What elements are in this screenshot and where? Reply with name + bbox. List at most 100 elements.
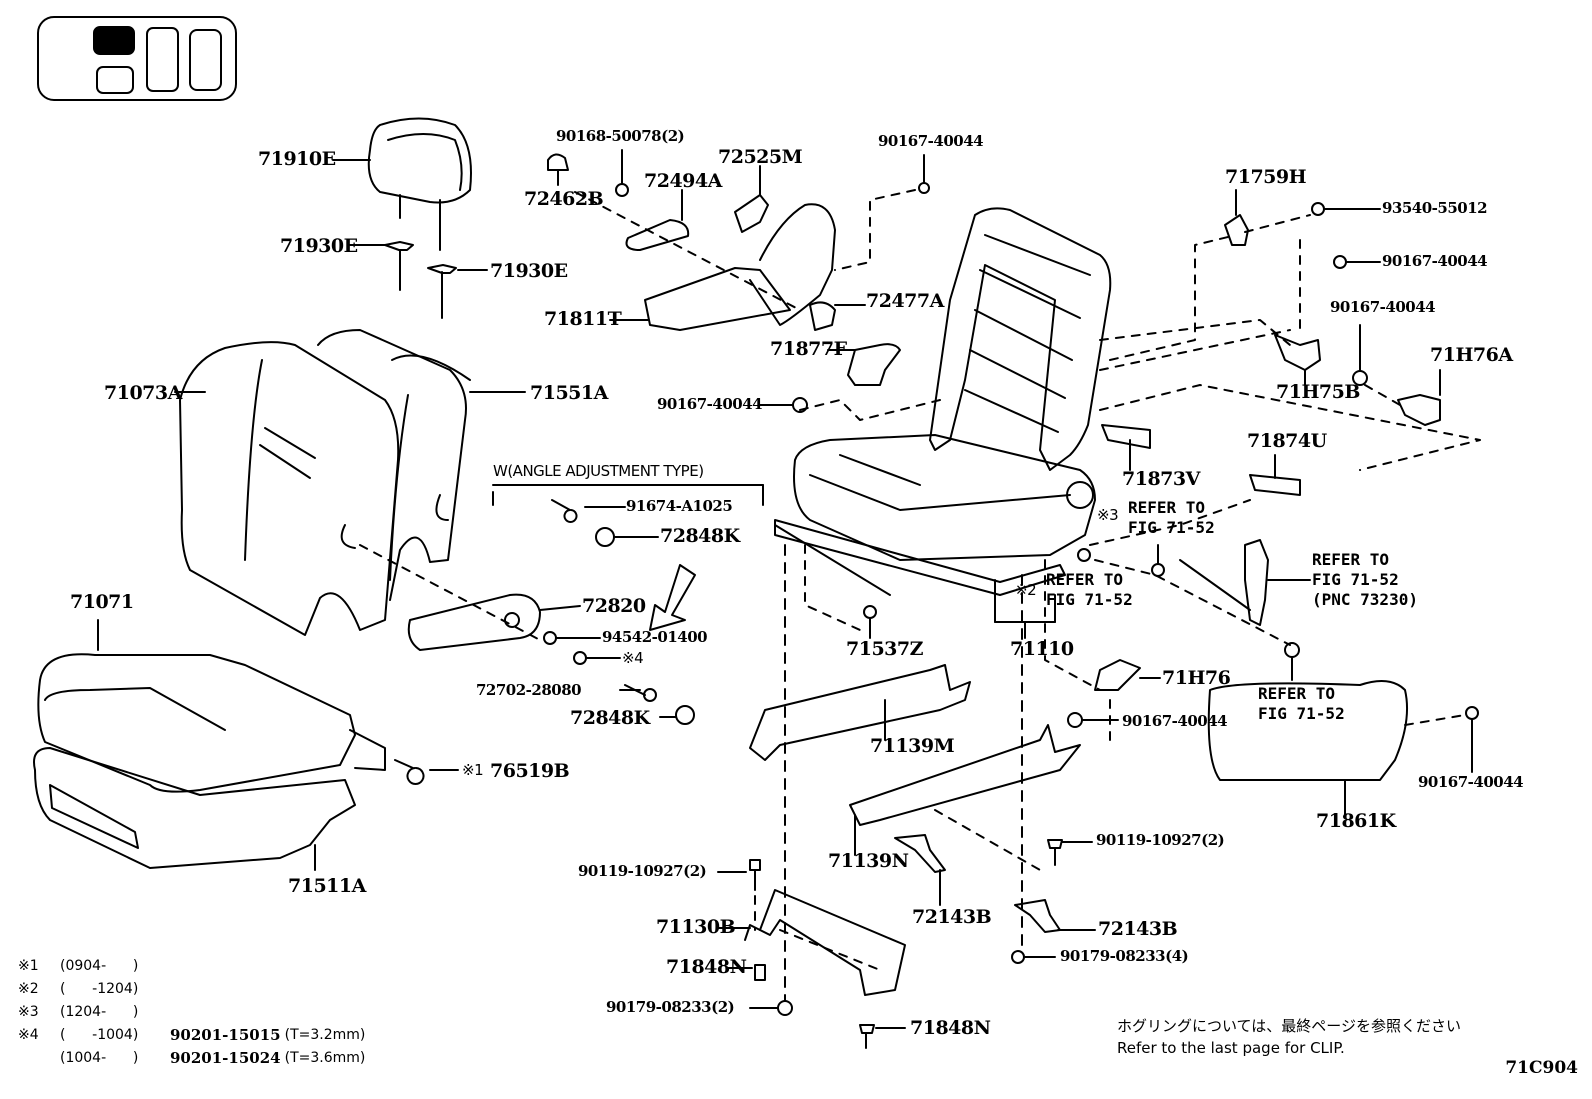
seat-frame-drawing	[774, 207, 1112, 596]
part-label-71H75B: 71H75B	[1276, 381, 1360, 403]
part-label-93540-55012: 93540-55012	[1382, 199, 1488, 217]
seatback-cover-drawing	[174, 329, 526, 636]
part-label-90167-40044: 90167-40044	[1382, 252, 1488, 270]
part-label-71759H: 71759H	[1225, 166, 1307, 188]
part-label-71511A: 71511A	[288, 875, 366, 897]
refer-line1: REFER TO	[1128, 498, 1206, 517]
part-label-71930E: 71930E	[490, 260, 568, 282]
legend-row: ※1 (0904- )	[18, 955, 365, 978]
part-label-71073A: 71073A	[104, 382, 182, 404]
part-label-90168-50078: 90168-50078(2)	[556, 127, 685, 145]
note-mark-3: ※3	[1097, 506, 1119, 524]
refer-to-fig-71-52[interactable]: REFER TO FIG 71-52	[1258, 684, 1345, 724]
clip-note-jp: ホグリングについては、最終ページを参照ください	[1117, 1017, 1461, 1035]
refer-line2: FIG 71-52	[1128, 518, 1215, 537]
legend-row: ※2 ( -1204)	[18, 978, 365, 1001]
part-label-71H76A: 71H76A	[1430, 344, 1513, 366]
group-label-angle-adjustment: W(ANGLE ADJUSTMENT TYPE)	[493, 462, 704, 480]
seat-position-locator-icon	[37, 16, 237, 101]
part-label-90179-08233: 90179-08233(4)	[1060, 947, 1189, 965]
part-label-72143B: 72143B	[912, 906, 992, 928]
part-label-71873V: 71873V	[1122, 468, 1200, 490]
part-label-72702-28080: 72702-28080	[476, 681, 582, 699]
note-mark-1: ※1	[462, 761, 484, 779]
legend-mark: ※1	[18, 958, 39, 974]
part-label-72848K: 72848K	[570, 707, 650, 729]
part-label-72143B: 72143B	[1098, 918, 1178, 940]
part-label-90167-40044: 90167-40044	[878, 132, 984, 150]
clip-note-en: Refer to the last page for CLIP.	[1117, 1039, 1345, 1057]
part-label-71139N: 71139N	[828, 850, 909, 872]
part-label-72494A: 72494A	[644, 170, 722, 192]
part-label-71071: 71071	[70, 591, 134, 613]
refer-line2: FIG 71-52	[1312, 570, 1399, 589]
part-label-72525M: 72525M	[718, 146, 803, 168]
refer-pnc: (PNC 73230)	[1312, 590, 1418, 609]
part-label-71139M: 71139M	[870, 735, 955, 757]
legend-mark: ※3	[18, 1004, 39, 1020]
legend-range: ( -1004)	[60, 1027, 139, 1043]
side-shield-drawing	[863, 189, 1481, 816]
part-label-71861K: 71861K	[1316, 810, 1396, 832]
part-label-71130B: 71130B	[656, 916, 736, 938]
refer-line2: FIG 71-52	[1046, 590, 1133, 609]
legend-mark: ※2	[18, 981, 39, 997]
headrest-drawing	[332, 117, 488, 319]
legend-row: ※4 ( -1004) 90201-15015(T=3.2mm)	[18, 1024, 365, 1047]
legend-part-number[interactable]: 90201-15015	[170, 1026, 281, 1044]
part-label-76519B: 76519B	[490, 760, 570, 782]
legend-row: (1004- ) 90201-15024(T=3.6mm)	[18, 1047, 365, 1070]
clip-note: ホグリングについては、最終ページを参照ください Refer to the las…	[1117, 1015, 1461, 1059]
part-label-71811T: 71811T	[544, 308, 622, 330]
armrest-drawing	[359, 484, 764, 725]
refer-line1: REFER TO	[1258, 684, 1336, 703]
refer-line1: REFER TO	[1312, 550, 1390, 569]
part-label-90167-40044: 90167-40044	[657, 395, 763, 413]
legend-mark	[18, 1047, 60, 1070]
part-label-71910E: 71910E	[258, 148, 336, 170]
figure-id: 71C904	[1505, 1058, 1578, 1078]
refer-line2: FIG 71-52	[1258, 704, 1345, 723]
refer-line1: REFER TO	[1046, 570, 1124, 589]
part-label-72820: 72820	[582, 595, 646, 617]
refer-to-fig-71-52[interactable]: REFER TO FIG 71-52	[1046, 570, 1133, 610]
legend-spec: (T=3.2mm)	[284, 1027, 366, 1043]
note-mark-2: ※2	[1015, 581, 1037, 599]
legend-mark: ※4	[18, 1027, 39, 1043]
part-label-71H76: 71H76	[1162, 667, 1231, 689]
part-label-71848N: 71848N	[666, 956, 747, 978]
legend-row: ※3 (1204- )	[18, 1001, 365, 1024]
legend-part-number[interactable]: 90201-15024	[170, 1049, 281, 1067]
part-label-90119-10927: 90119-10927(2)	[1096, 831, 1225, 849]
part-label-71110: 71110	[1010, 638, 1074, 660]
legend-range: (0904- )	[60, 958, 139, 974]
part-label-71877F: 71877F	[770, 338, 847, 360]
seat-rails-drawing	[717, 544, 1111, 1049]
note-mark-4: ※4	[622, 649, 644, 667]
part-label-90167-40044: 90167-40044	[1330, 298, 1436, 316]
legend-range: ( -1204)	[60, 981, 139, 997]
part-label-72462B: 72462B	[524, 188, 604, 210]
date-range-legend: ※1 (0904- ) ※2 ( -1204) ※3 (1204- ) ※4 ( -10…	[18, 955, 365, 1070]
part-label-71551A: 71551A	[530, 382, 608, 404]
part-label-71930E: 71930E	[280, 235, 358, 257]
legend-spec: (T=3.6mm)	[284, 1050, 366, 1066]
part-label-91674-A1025: 91674-A1025	[626, 497, 733, 515]
part-label-90167-40044: 90167-40044	[1122, 712, 1228, 730]
seat-cushion-drawing	[33, 619, 459, 871]
legend-range: (1004- )	[60, 1050, 139, 1066]
part-label-72477A: 72477A	[866, 290, 944, 312]
part-label-94542-01400: 94542-01400	[602, 628, 708, 646]
part-label-90167-40044: 90167-40044	[1418, 773, 1524, 791]
part-label-72848K: 72848K	[660, 525, 740, 547]
part-label-71848N: 71848N	[910, 1017, 991, 1039]
part-label-90179-08233: 90179-08233(2)	[606, 998, 735, 1016]
part-label-90119-10927: 90119-10927(2)	[578, 862, 707, 880]
part-label-71537Z: 71537Z	[846, 638, 923, 660]
legend-range: (1204- )	[60, 1004, 139, 1020]
refer-to-fig-71-52-pnc-73230[interactable]: REFER TO FIG 71-52 (PNC 73230)	[1312, 550, 1418, 610]
part-label-71874U: 71874U	[1247, 430, 1327, 452]
recliner-cover-drawing	[547, 149, 941, 421]
refer-to-fig-71-52[interactable]: REFER TO FIG 71-52	[1128, 498, 1215, 538]
